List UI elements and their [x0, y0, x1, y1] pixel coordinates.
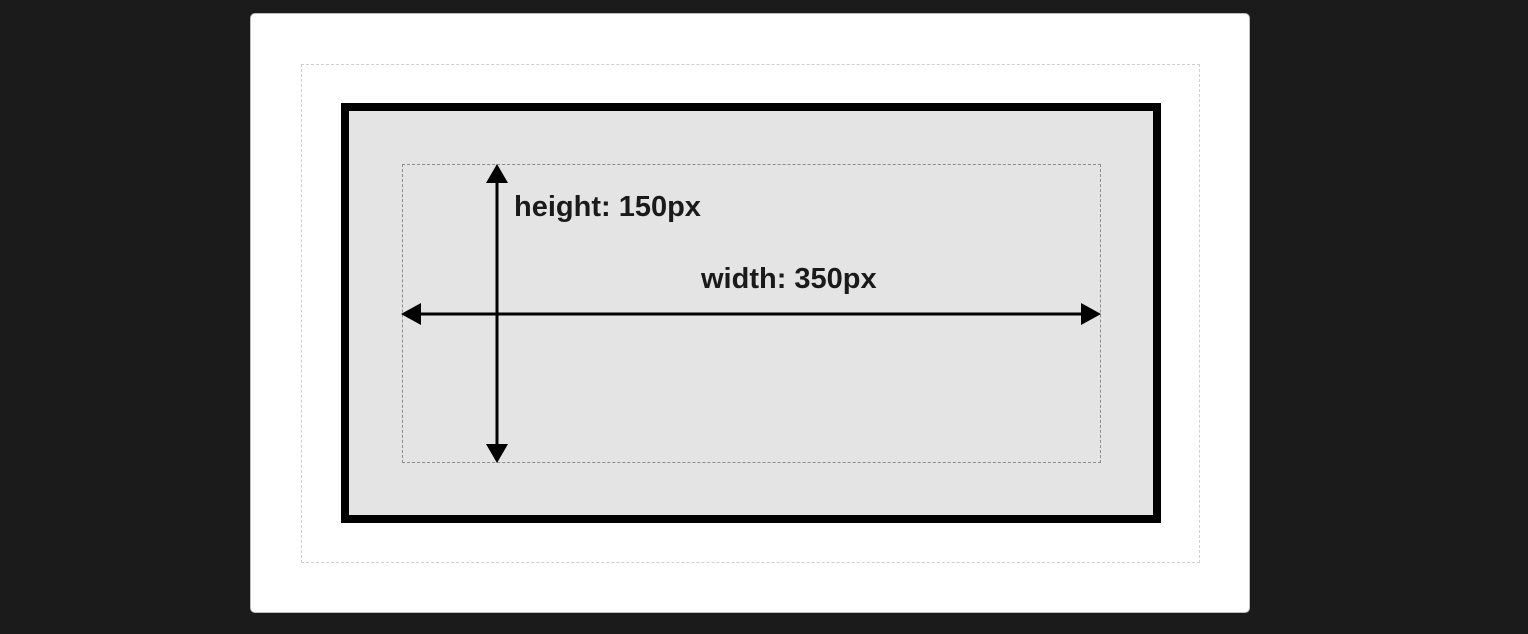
width-arrow: [401, 303, 1101, 325]
width-label: width: 350px: [701, 263, 877, 295]
width-arrow-head-left: [401, 303, 421, 325]
margin-outline: [301, 64, 1200, 563]
height-label: height: 150px: [514, 191, 701, 223]
height-arrow-head-top: [486, 164, 508, 183]
height-arrow-head-bottom: [486, 444, 508, 463]
width-arrow-head-right: [1081, 303, 1101, 325]
